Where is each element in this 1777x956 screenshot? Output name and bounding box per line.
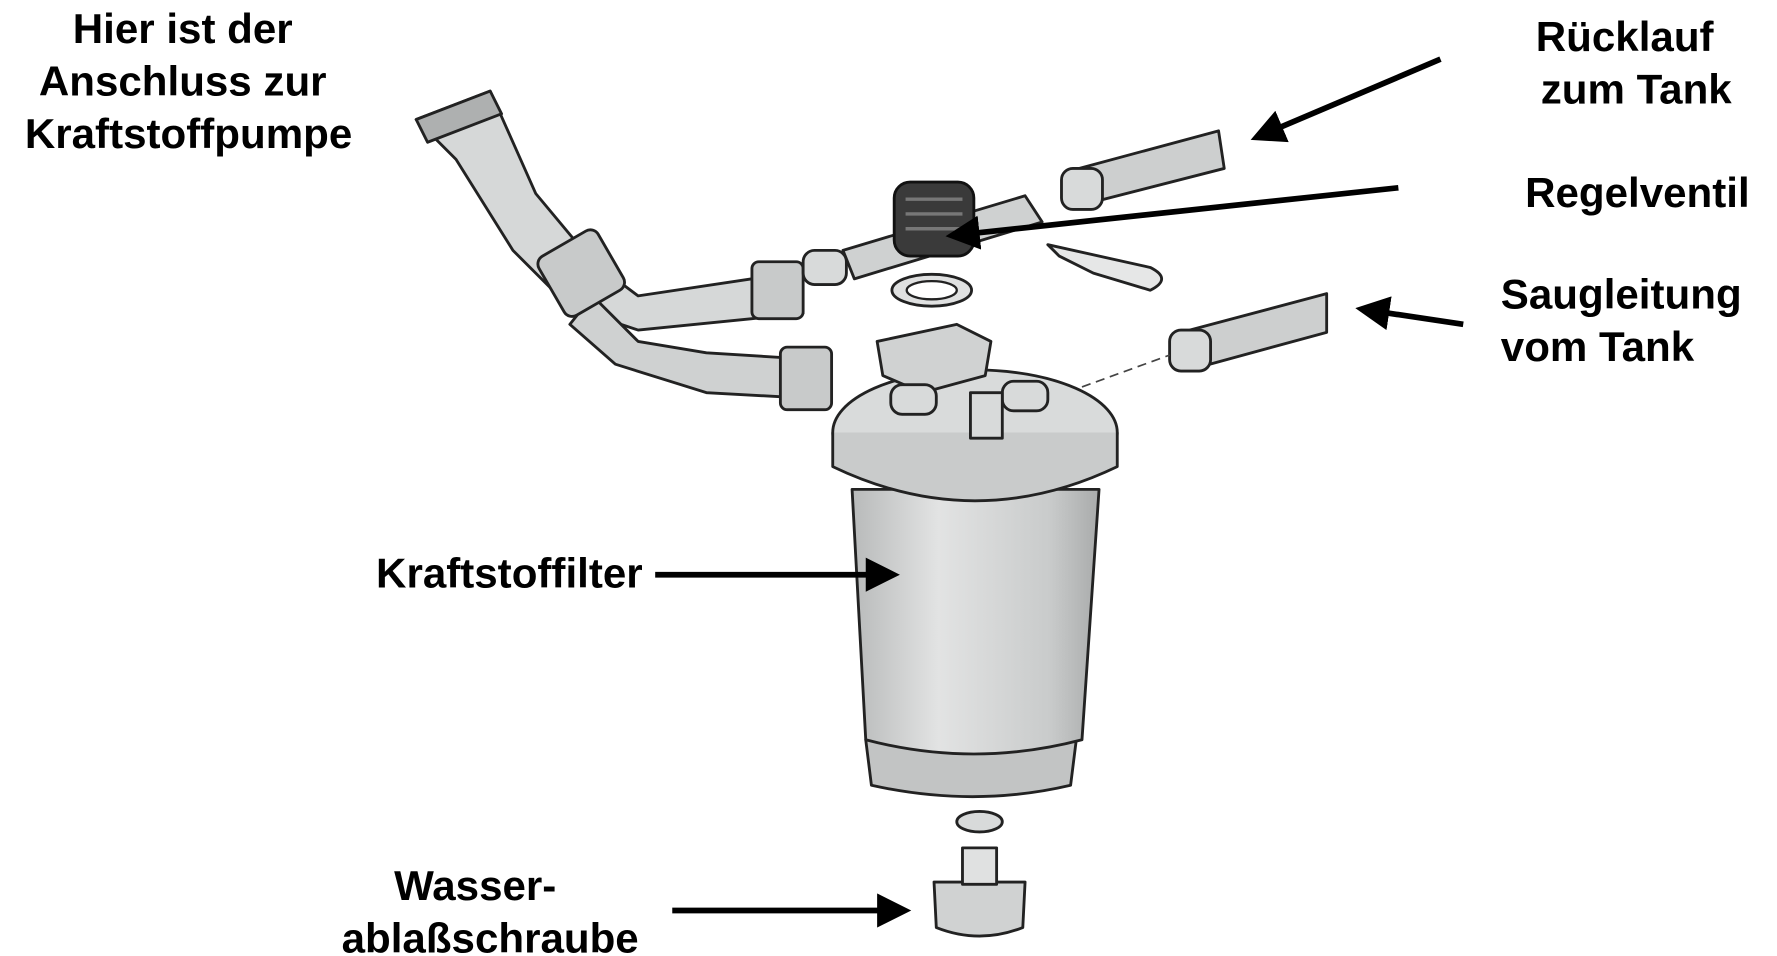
arrow-control-valve: [945, 184, 1399, 250]
return-line-pipe: [801, 129, 1226, 286]
label-control-valve: Regelventil: [1525, 169, 1750, 216]
label-pump-connection: Hier ist der Anschluss zur Kraftstoffpum…: [25, 5, 352, 157]
label-return-line: Rücklauf zum Tank: [1536, 13, 1733, 112]
label-suction-line: Saugleitung vom Tank: [1501, 270, 1754, 369]
fuel-filter: [831, 322, 1119, 799]
drain-screw: [932, 810, 1027, 938]
arrow-suction-line: [1355, 296, 1464, 331]
pump-hose: [414, 89, 834, 412]
retaining-clip: [1046, 243, 1164, 292]
label-fuel-filter: Kraftstoffilter: [376, 549, 643, 596]
suction-line-pipe: [1081, 292, 1329, 388]
control-valve: [890, 180, 976, 308]
arrow-return-line: [1250, 56, 1442, 143]
label-drain-screw: Wasser- ablaßschraube: [342, 862, 639, 956]
